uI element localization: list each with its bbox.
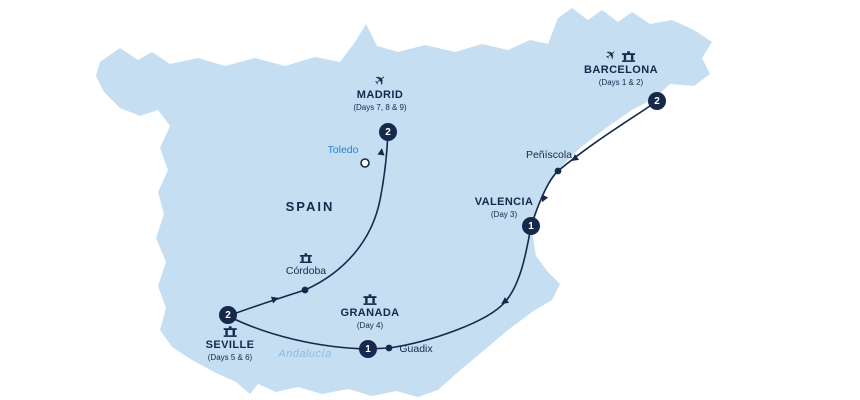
city-days-valencia: (Day 3)	[490, 209, 518, 219]
waypoint-label-cordoba: Córdoba	[285, 265, 327, 277]
stop-granada: GRANADA (Day 4)	[340, 294, 399, 330]
country-label: SPAIN	[285, 199, 335, 214]
region-label: Andalucía	[278, 348, 332, 360]
arrow-icon	[501, 297, 510, 305]
landmark-icon	[223, 326, 237, 337]
stop-seville: SEVILLE (Days 5 & 6)	[206, 326, 255, 362]
city-label-granada: GRANADA	[340, 307, 400, 319]
stop-barcelona: ✈ BARCELONA (Days 1 & 2)	[584, 45, 658, 87]
waypoint-cordoba: Córdoba	[286, 253, 326, 277]
route-arrows	[270, 148, 580, 305]
nights-badge-madrid: 2	[379, 123, 397, 141]
cordoba-marker-dot	[301, 286, 309, 294]
landmark-icon	[621, 51, 635, 62]
stop-valencia: VALENCIA (Day 3)	[475, 196, 534, 219]
city-label-barcelona: BARCELONA	[584, 63, 658, 76]
guadix-marker-dot	[385, 344, 393, 352]
waypoint-label-guadix: Guadix	[399, 343, 433, 355]
waypoint-label-peniscola: Peñíscola	[525, 149, 573, 161]
waypoint-guadix: Guadix	[399, 343, 432, 355]
route-granada-seville	[227, 315, 369, 350]
route-barcelona-peniscola-valencia	[530, 100, 658, 227]
landmark-icon	[300, 253, 312, 263]
nights-badge-seville: 2	[219, 306, 237, 324]
barcelona-icons: ✈	[601, 45, 636, 64]
arrow-icon	[377, 148, 385, 156]
route-cordoba-madrid	[304, 131, 389, 291]
arrow-icon	[541, 194, 549, 203]
nights-badge-granada: 1	[359, 340, 377, 358]
city-label-madrid: MADRID	[356, 89, 404, 102]
waypoint-peniscola: Peñíscola	[526, 149, 572, 161]
arrow-icon	[571, 154, 580, 162]
city-days-granada: (Day 4)	[356, 320, 384, 330]
city-label-seville: SEVILLE	[205, 339, 255, 351]
nights-badge-valencia: 1	[522, 217, 540, 235]
landmark-icon	[363, 294, 377, 305]
arrow-icon	[270, 296, 279, 304]
nights-badge-barcelona: 2	[648, 92, 666, 110]
city-days-barcelona: (Days 1 & 2)	[598, 77, 644, 87]
city-days-madrid: (Days 7, 8 & 9)	[353, 102, 407, 112]
plane-icon: ✈	[370, 70, 390, 90]
toledo-marker-circle	[360, 158, 370, 168]
spain-landmass	[96, 8, 712, 397]
stop-madrid: ✈ MADRID (Days 7, 8 & 9)	[353, 70, 407, 112]
city-days-seville: (Days 5 & 6)	[207, 352, 253, 362]
route-valencia-guadix-granada	[367, 225, 532, 350]
peniscola-marker-dot	[554, 167, 562, 175]
waypoint-label-toledo: Toledo	[327, 144, 359, 156]
city-label-valencia: VALENCIA	[474, 196, 534, 208]
plane-icon: ✈	[601, 45, 620, 64]
